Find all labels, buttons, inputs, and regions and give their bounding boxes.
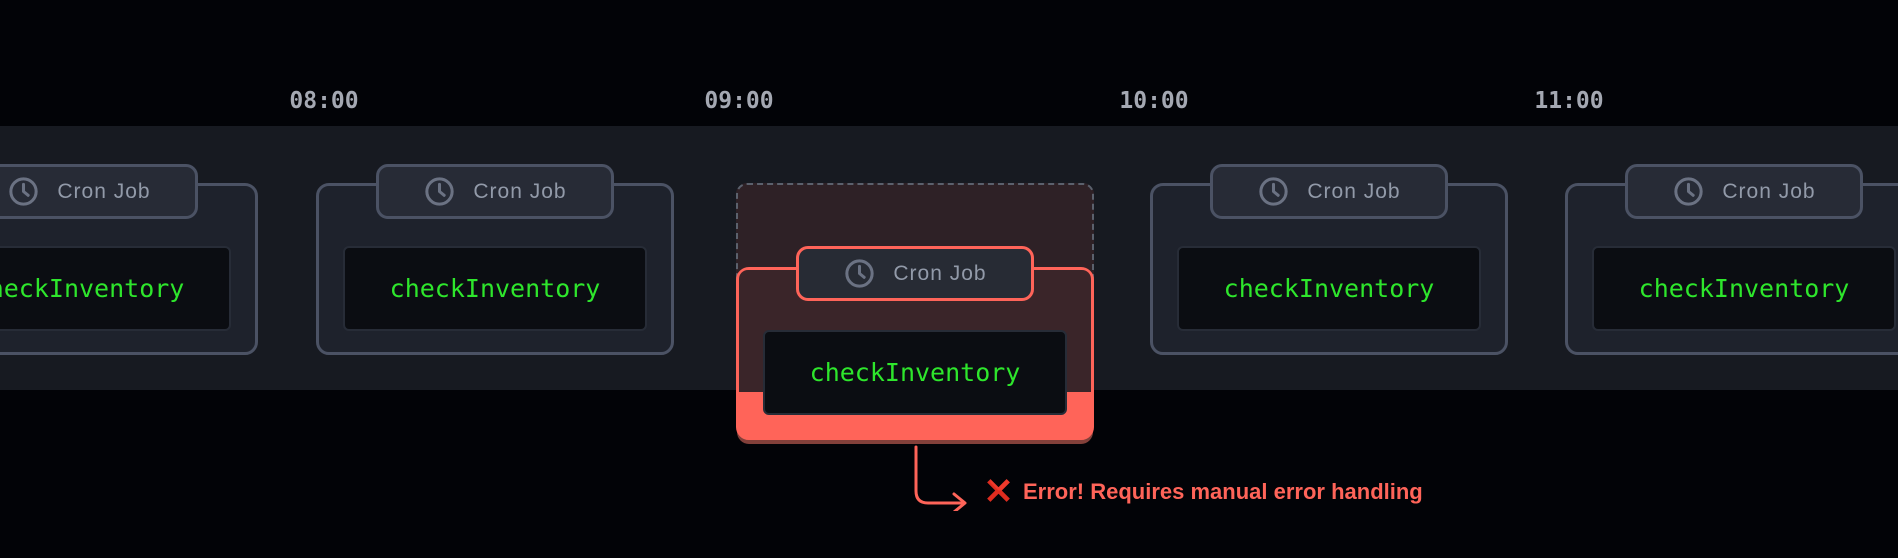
cron-job-card: Cron Job checkInventory	[0, 164, 258, 355]
cron-job-card: Cron Job checkInventory	[316, 164, 674, 355]
clock-icon	[845, 259, 875, 288]
cron-job-badge-label: Cron Job	[1307, 179, 1401, 203]
task-code-box: checkInventory	[1592, 246, 1896, 331]
cron-job-badge: Cron Job	[376, 164, 614, 219]
cron-job-badge: Cron Job	[1625, 164, 1863, 219]
task-code-box: checkInventory	[0, 246, 231, 331]
error-message: Error! Requires manual error handling	[1023, 479, 1423, 504]
time-tick-1100: 11:00	[1534, 88, 1604, 114]
cron-job-badge: Cron Job	[1210, 164, 1448, 219]
cron-job-badge: Cron Job	[0, 164, 198, 219]
cron-job-badge-label: Cron Job	[57, 179, 151, 203]
time-tick-0900: 09:00	[704, 88, 774, 114]
task-name: checkInventory	[1638, 274, 1850, 303]
x-mark-icon	[987, 479, 1010, 502]
clock-icon	[1259, 177, 1289, 206]
cron-job-badge-label: Cron Job	[1722, 179, 1816, 203]
clock-icon	[1674, 177, 1704, 206]
cron-job-card: Cron Job checkInventory	[1565, 164, 1898, 355]
cron-job-badge: Cron Job	[796, 246, 1034, 301]
time-tick-1000: 10:00	[1119, 88, 1189, 114]
error-connector-arrow	[914, 445, 967, 511]
clock-icon	[425, 177, 455, 206]
task-name: checkInventory	[389, 274, 601, 303]
cron-job-badge-label: Cron Job	[473, 179, 567, 203]
task-code-box: checkInventory	[1177, 246, 1481, 331]
cron-job-card: Cron Job checkInventory	[1150, 164, 1508, 355]
task-code-box: checkInventory	[763, 330, 1067, 415]
task-code-box: checkInventory	[343, 246, 647, 331]
cron-job-card-error: Cron Job checkInventory	[736, 246, 1094, 440]
task-name: checkInventory	[1223, 274, 1435, 303]
task-name: checkInventory	[0, 274, 185, 303]
task-name: checkInventory	[809, 358, 1021, 387]
time-tick-0800: 08:00	[289, 88, 359, 114]
clock-icon	[9, 177, 39, 206]
cron-job-badge-label: Cron Job	[893, 261, 987, 285]
